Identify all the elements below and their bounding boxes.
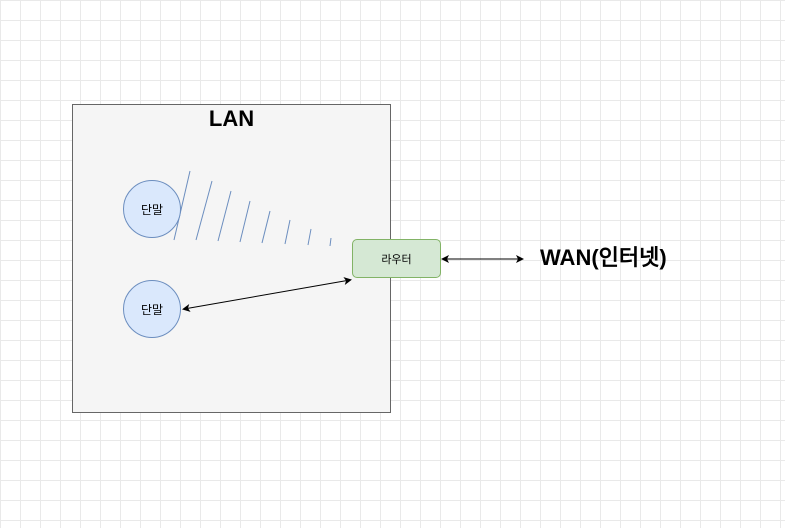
terminal-label: 단말 (140, 302, 164, 317)
lan-container[interactable] (72, 104, 391, 413)
terminal-label: 단말 (140, 202, 164, 217)
terminal-node-wired[interactable]: 단말 (123, 280, 181, 338)
router-label: 라우터 (381, 252, 412, 266)
terminal-node-wireless[interactable]: 단말 (123, 180, 181, 238)
lan-title: LAN (208, 106, 255, 131)
wan-label[interactable]: WAN(인터넷) (540, 245, 667, 270)
router-node[interactable]: 라우터 (352, 239, 441, 278)
